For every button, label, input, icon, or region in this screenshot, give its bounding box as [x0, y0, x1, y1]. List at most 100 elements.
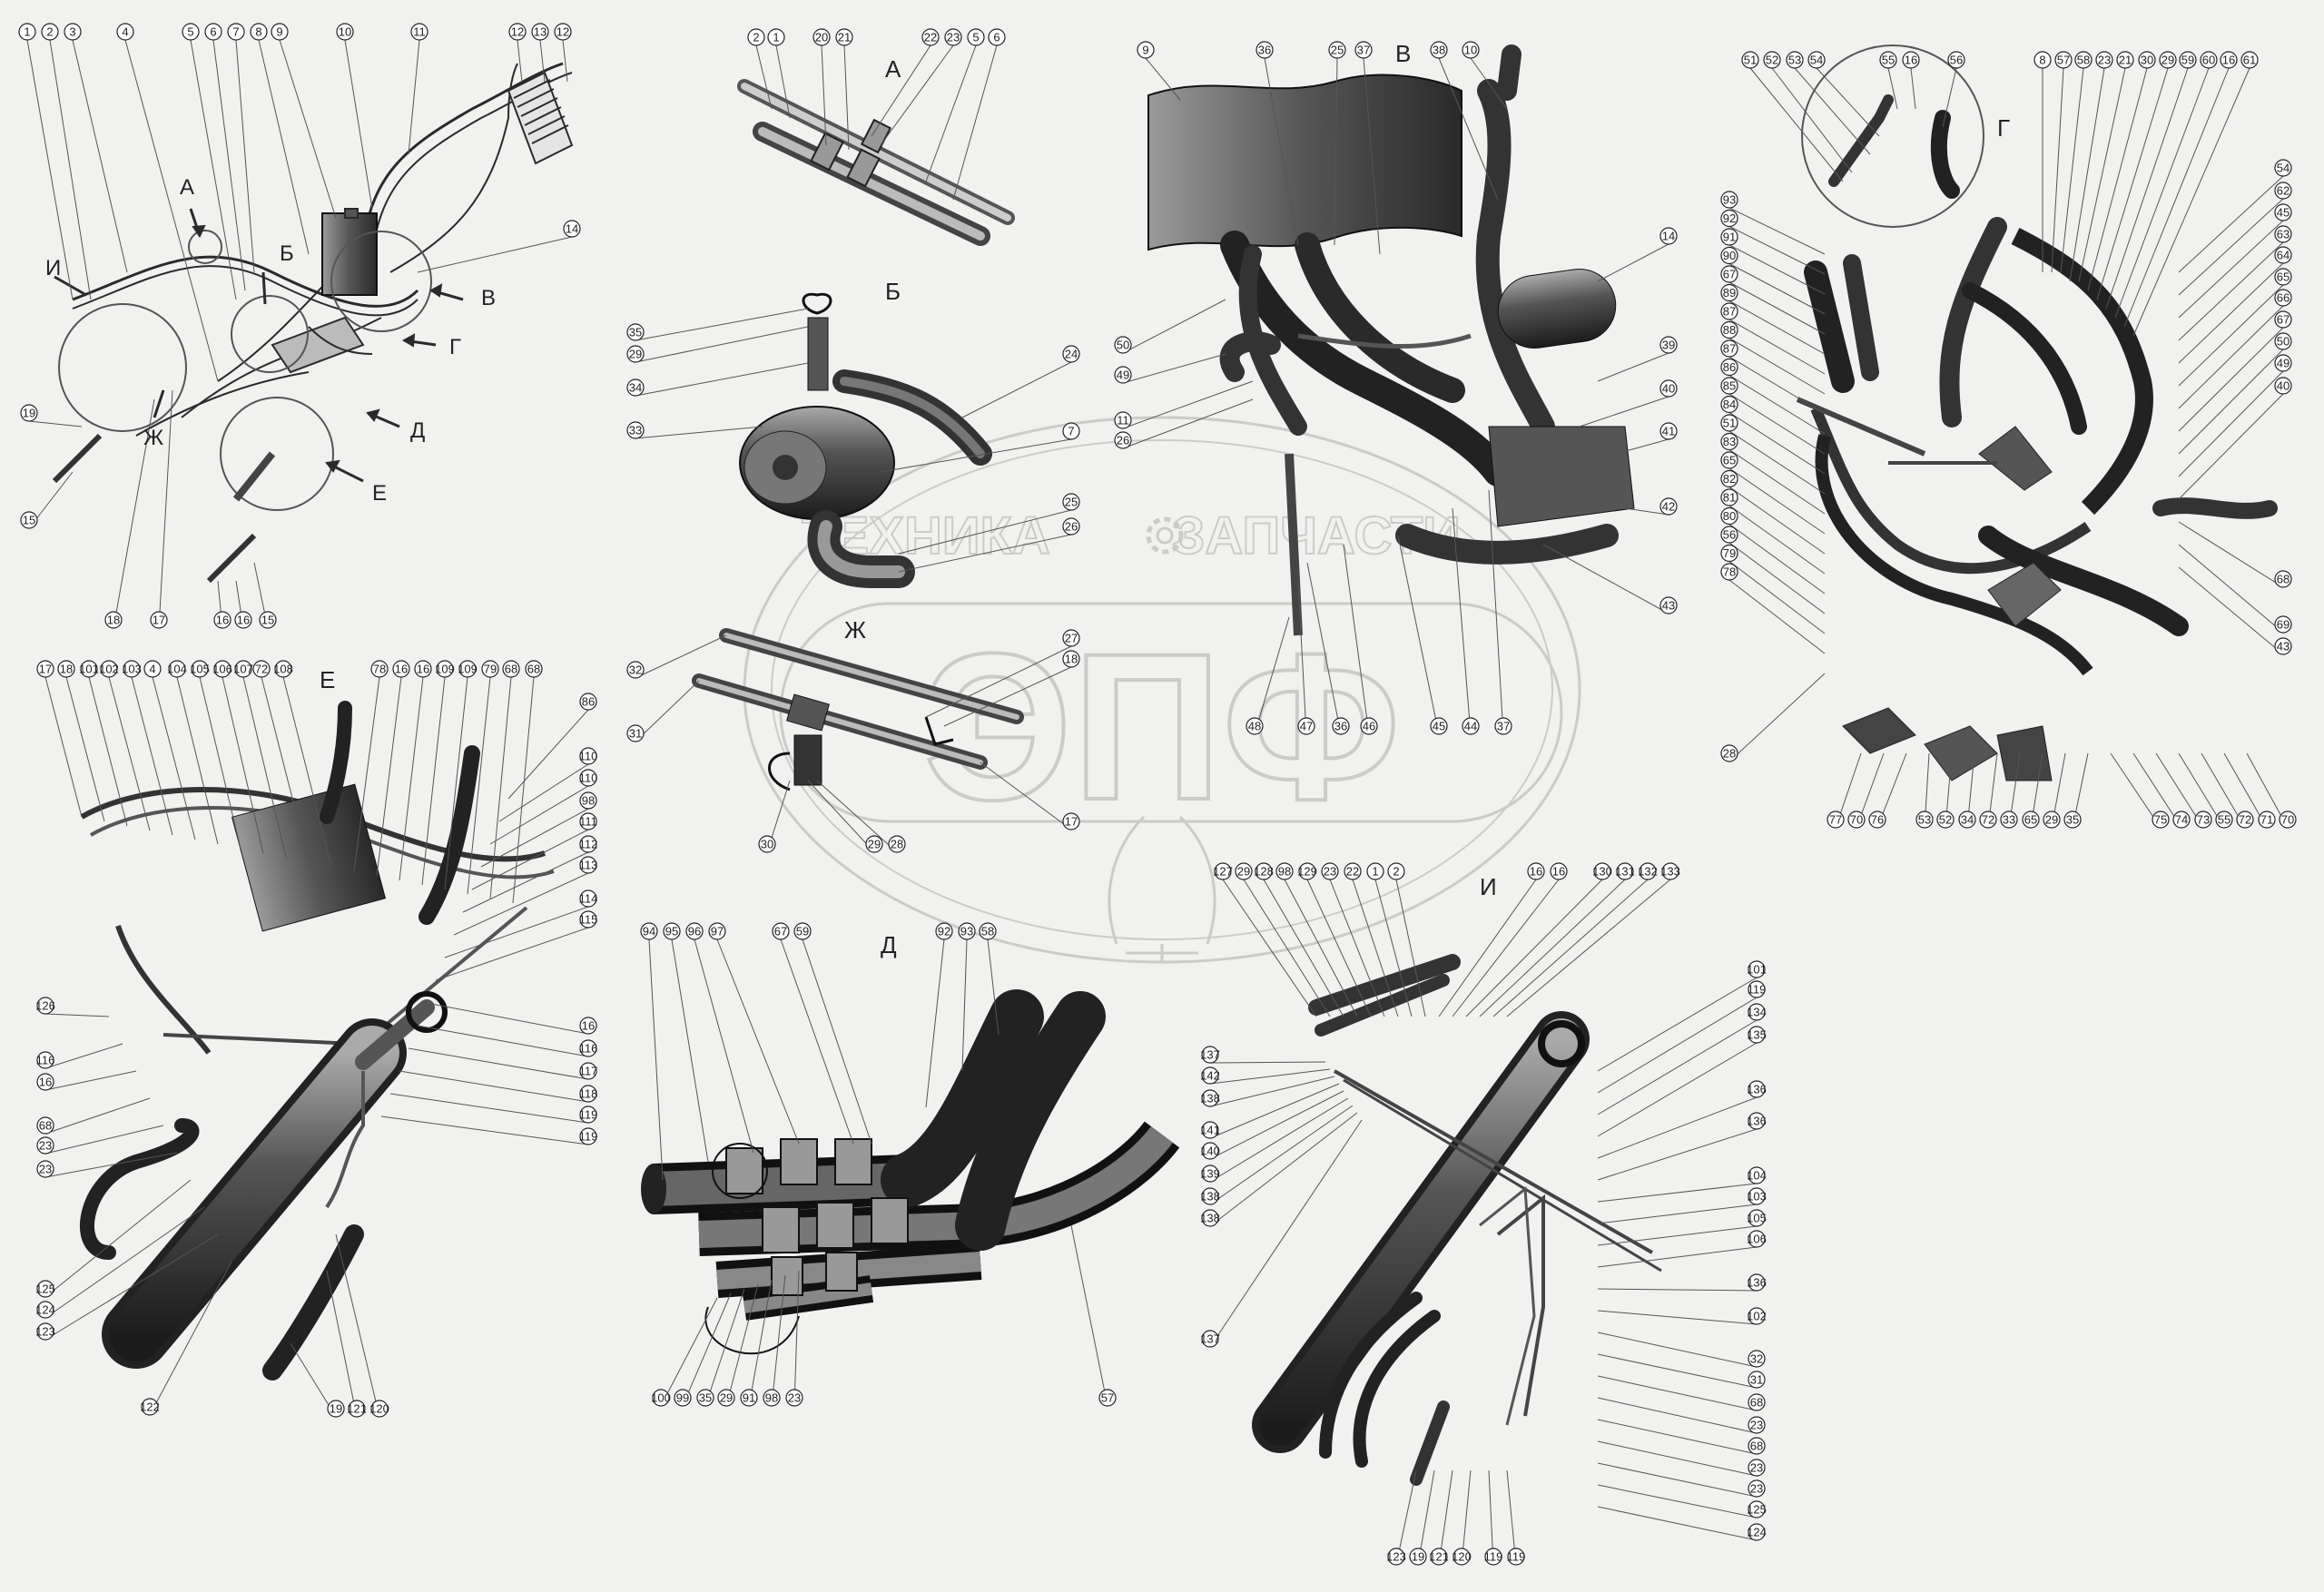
callout-leader — [925, 645, 1072, 718]
callout-leader — [199, 676, 241, 850]
callout-number: 7 — [1068, 425, 1074, 438]
callout-leader — [1728, 524, 1826, 595]
callout-bubble — [1748, 1209, 1766, 1227]
callout-leader — [2178, 370, 2284, 477]
callout-number: 137 — [1200, 1048, 1220, 1062]
callout-number: 106 — [212, 663, 232, 676]
callout-number: 20 — [815, 31, 828, 44]
callout-number: 119 — [1748, 983, 1767, 997]
callout-leader — [261, 676, 310, 863]
callout-leader — [435, 927, 589, 981]
callout-bubble — [2274, 225, 2292, 243]
callout-bubble — [1748, 1187, 1766, 1205]
callout-number: 31 — [629, 727, 642, 741]
callout-leader — [1222, 879, 1317, 1017]
callout-leader — [124, 39, 219, 382]
callout-bubble — [2274, 182, 2292, 200]
callout-bubble — [1507, 1548, 1525, 1566]
callout-bubble — [141, 1398, 159, 1416]
detail-circle-e — [220, 397, 334, 511]
view-i-cylinder — [1252, 954, 1662, 1486]
callout-bubble — [740, 1389, 758, 1407]
callout-leader — [1597, 1288, 1758, 1292]
callout-number: 118 — [579, 1087, 598, 1101]
callout-number: 29 — [868, 838, 881, 851]
callout-bubble — [20, 511, 38, 529]
callout-bubble — [1748, 1230, 1766, 1248]
callout-number: 22 — [1346, 865, 1359, 879]
callout-bubble — [2152, 811, 2170, 829]
callout-leader — [44, 1043, 123, 1069]
callout-leader — [961, 938, 968, 1072]
callout-bubble — [626, 421, 645, 439]
callout-bubble — [1720, 302, 1738, 320]
callout-bubble — [1720, 283, 1738, 302]
callout-bubble — [554, 23, 572, 41]
callout-number: 113 — [579, 859, 598, 872]
callout-number: 70 — [1850, 813, 1863, 827]
callout-number: 30 — [761, 838, 773, 851]
callout-leader — [1209, 1097, 1349, 1183]
callout-number: 2 — [46, 25, 53, 39]
callout-bubble — [2274, 354, 2292, 372]
callout-leader — [1122, 398, 1254, 449]
callout-number: 89 — [1723, 286, 1736, 300]
callout-bubble — [1748, 960, 1766, 978]
callout-number: 16 — [2222, 54, 2235, 67]
callout-leader — [2051, 67, 2064, 273]
callout-number: 9 — [1142, 44, 1148, 57]
callout-number: 16 — [237, 614, 250, 627]
callout-number: 106 — [1747, 1233, 1767, 1246]
callout-leader — [2087, 67, 2148, 291]
callout-bubble — [1720, 265, 1738, 283]
callout-number: 32 — [1750, 1352, 1763, 1366]
callout-bubble — [392, 660, 410, 678]
callout-number: 23 — [947, 31, 960, 44]
view-a-coupling — [737, 79, 1015, 246]
pointer-letter-e: Е — [372, 481, 387, 506]
callout-bubble — [2000, 811, 2018, 829]
callout-leader — [1597, 1332, 1758, 1368]
callout-bubble — [123, 660, 141, 678]
pointer-letter-a: А — [180, 175, 194, 200]
callout-bubble — [1720, 526, 1738, 544]
callout-number: 53 — [1788, 54, 1801, 67]
callout-bubble — [1409, 1548, 1427, 1566]
callout-bubble — [1748, 1350, 1766, 1368]
callout-leader — [780, 938, 854, 1145]
callout-number: 16 — [216, 614, 229, 627]
callout-number: 64 — [2277, 249, 2290, 262]
callout-bubble — [626, 724, 645, 742]
section-letter-e: Е — [320, 666, 335, 693]
callout-bubble — [1201, 1209, 1219, 1227]
callout-bubble — [168, 660, 186, 678]
callout-bubble — [2274, 637, 2292, 655]
view-d-hoses — [641, 989, 1180, 1355]
callout-number: 14 — [1662, 230, 1675, 243]
callout-bubble — [2194, 811, 2212, 829]
callout-bubble — [436, 660, 454, 678]
callout-bubble — [767, 28, 785, 46]
callout-number: 49 — [2277, 357, 2290, 370]
callout-number: 15 — [261, 614, 274, 627]
callout-number: 104 — [1747, 1169, 1767, 1183]
callout-number: 124 — [1747, 1526, 1767, 1539]
callout-bubble — [2034, 51, 2052, 69]
callout-leader — [562, 39, 568, 83]
callout-leader — [1488, 489, 1504, 735]
callout-leader — [417, 1025, 589, 1057]
callout-number: 55 — [1882, 54, 1895, 67]
callout-number: 101 — [79, 663, 99, 676]
section-letter-a: А — [885, 55, 901, 83]
callout-number: 93 — [1723, 193, 1736, 207]
callout-bubble — [508, 23, 527, 41]
callout-number: 109 — [435, 663, 455, 676]
callout-bubble — [36, 660, 54, 678]
callout-leader — [72, 39, 128, 273]
callout-bubble — [1062, 650, 1080, 668]
callout-bubble — [979, 922, 997, 940]
callout-number: 63 — [2277, 228, 2290, 241]
